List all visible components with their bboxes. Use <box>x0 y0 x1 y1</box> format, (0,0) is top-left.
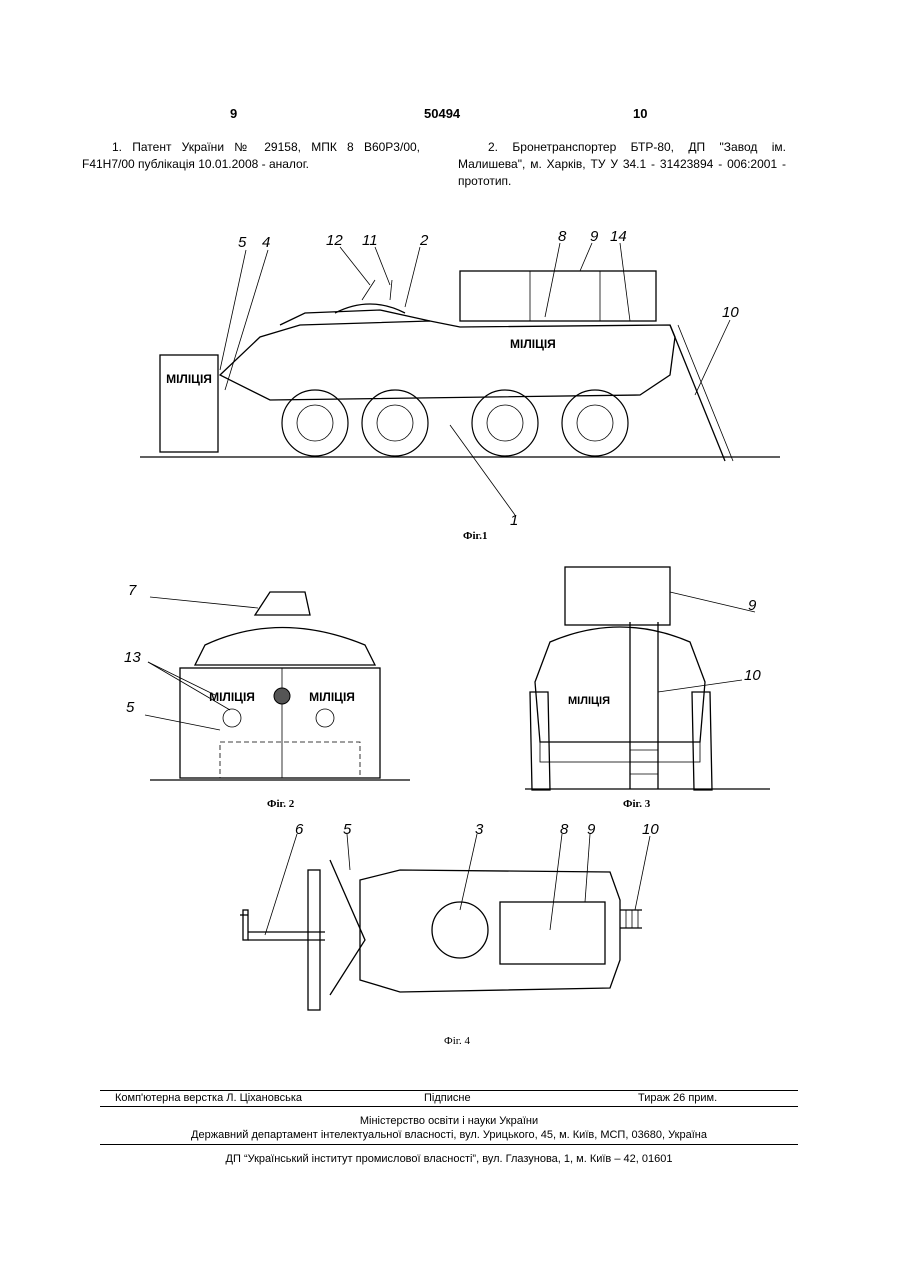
figure-4-drawing: 6 5 3 8 9 10 <box>240 820 670 1015</box>
fig3-cargo-frame <box>565 567 670 625</box>
reference-analog: 1. Патент України № 29158, МПК 8 В60Р3/0… <box>82 139 420 173</box>
fig1-ladder <box>670 325 725 461</box>
figure-3-caption: Фіг. 3 <box>623 798 650 810</box>
patent-number: 50494 <box>424 106 460 121</box>
fig1-label-1: 1 <box>510 512 518 529</box>
fig1-label-12: 12 <box>326 232 343 249</box>
footer-rule-top <box>100 1090 798 1091</box>
fig1-front-shield <box>160 355 218 452</box>
fig2-turret <box>255 592 310 615</box>
fig3-label-9: 9 <box>748 597 757 614</box>
fig3-hull <box>535 627 705 742</box>
fig2-label-13: 13 <box>124 649 141 666</box>
fig3-label-10: 10 <box>744 667 761 684</box>
fig4-label-6: 6 <box>295 821 304 838</box>
fig3-body-text: МІЛІЦІЯ <box>568 695 610 707</box>
footer-institute: ДП “Український інститут промислової вла… <box>100 1153 798 1165</box>
footer-department: Державний департамент інтелектуальної вл… <box>100 1129 798 1141</box>
fig4-label-5: 5 <box>343 821 352 838</box>
fig2-shield-text-right: МІЛІЦІЯ <box>309 690 355 704</box>
fig4-label-3: 3 <box>475 821 484 838</box>
fig4-turret <box>432 902 488 958</box>
fig1-label-8: 8 <box>558 228 567 245</box>
figure-1-drawing: МІЛІЦІЯ МІЛІЦІЯ 5 4 12 11 2 8 9 14 10 1 <box>130 225 790 545</box>
fig1-wheels <box>282 390 628 456</box>
page-number-right: 10 <box>633 106 647 121</box>
figure-3-drawing: МІЛІЦІЯ 9 10 <box>510 562 780 797</box>
footer-circulation: Тираж 26 прим. <box>638 1092 717 1104</box>
page-number-left: 9 <box>230 106 237 121</box>
fig1-side-text: МІЛІЦІЯ <box>510 337 556 351</box>
fig2-hull-top <box>195 628 375 666</box>
fig4-hull <box>360 870 620 992</box>
fig4-label-10: 10 <box>642 821 659 838</box>
fig1-label-10: 10 <box>722 304 739 321</box>
fig2-label-5: 5 <box>126 699 135 716</box>
fig1-label-11: 11 <box>362 232 378 249</box>
footer-ministry: Міністерство освіти і науки України <box>100 1115 798 1127</box>
fig2-label-7: 7 <box>128 582 137 599</box>
reference-prototype: 2. Бронетранспортер БТР-80, ДП "Завод ім… <box>458 139 786 190</box>
footer-rule-middle <box>100 1106 798 1107</box>
footer-rule-bottom <box>100 1144 798 1145</box>
footer-typesetter: Комп'ютерна верстка Л. Ціхановська <box>115 1092 302 1104</box>
fig2-shield <box>180 668 380 778</box>
figure-2-drawing: МІЛІЦІЯ МІЛІЦІЯ 7 13 5 <box>110 570 420 795</box>
fig1-shield-text: МІЛІЦІЯ <box>166 372 212 386</box>
fig4-label-8: 8 <box>560 821 569 838</box>
fig1-hull <box>220 321 675 400</box>
fig1-label-4: 4 <box>262 234 270 251</box>
fig1-label-9: 9 <box>590 228 599 245</box>
figure-4-caption: Фіг. 4 <box>444 1035 470 1047</box>
figure-1-caption: Фіг.1 <box>463 530 488 542</box>
fig3-wheel-right <box>692 692 712 790</box>
fig4-label-9: 9 <box>587 821 596 838</box>
fig1-label-5: 5 <box>238 234 247 251</box>
figure-2-caption: Фіг. 2 <box>267 798 294 810</box>
fig1-label-2: 2 <box>419 232 429 249</box>
footer-signed: Підписне <box>424 1092 471 1104</box>
fig1-label-14: 14 <box>610 228 627 245</box>
